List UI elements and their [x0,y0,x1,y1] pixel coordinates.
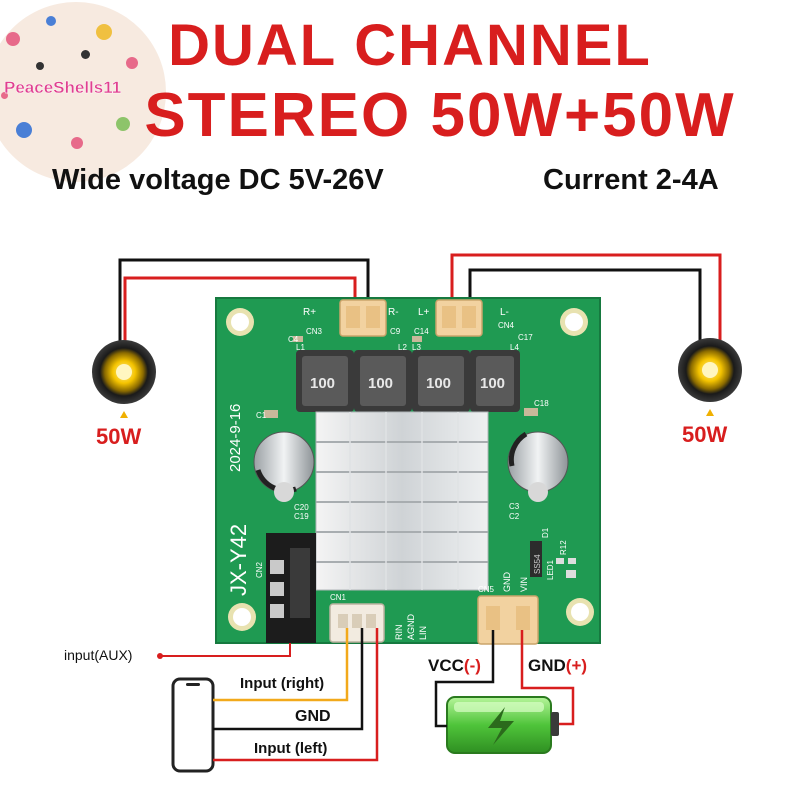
board-model: JX-Y42 [226,524,251,596]
pin-gnd: GND [502,572,512,593]
capacitor-left [253,431,315,502]
lightning-icon [488,707,514,745]
silk-c9: C9 [390,327,401,336]
vcc-label: VCC(-) [428,656,481,676]
silk-l1: L1 [296,343,305,352]
silk-cn4: CN4 [498,321,515,330]
inductor-values: 100 100 100 100 [310,375,505,392]
gnd-plus-label: GND(+) [528,656,587,676]
title-text-1: DUAL CHANNEL [168,13,652,78]
label-l-plus: L+ [418,307,430,318]
silkscreen: R+ R- L+ L- CN3 C4 L1 C9 L2 C14 L3 CN4 C… [255,307,568,640]
pin-vin: VIN [519,577,529,592]
silk-c17: C17 [518,333,533,342]
title-text-2: STEREO 50W+50W [144,81,736,150]
right-speaker-power: 50W [682,422,728,447]
silk-c4: C4 [288,335,299,344]
aux-wire [157,643,291,659]
silk-c1: C1 [256,411,267,420]
input-right-label: Input (right) [240,675,325,692]
inductor-value: 100 [310,375,335,392]
watermark-text: PeaceShells11 [4,78,122,97]
inductor-value: 100 [426,375,451,392]
gnd-plus-sign: (+) [565,656,588,675]
silk-l3: L3 [412,343,421,352]
pcb-board [215,297,601,645]
pin-lin: LIN [418,626,428,640]
label-r-minus: R- [388,307,399,318]
pin-rin: RIN [394,625,404,641]
vcc-sign: (-) [463,656,481,675]
watermark-logo: PeaceShells11 [0,2,166,182]
triangle-icon [120,411,128,418]
silk-c18: C18 [534,399,549,408]
right-speaker-wires [450,253,722,355]
silk-c2: C2 [509,512,520,521]
silk-led1: LED1 [546,559,555,580]
spec-current: Current 2-4A [543,164,719,196]
silk-cn3: CN3 [306,327,323,336]
title-line-1: DUAL CHANNEL [0,12,800,79]
board-date: 2024-9-16 [227,404,244,472]
aux-label: input(AUX) [64,647,133,663]
triangle-icon [706,409,714,416]
silk-ss54: SS54 [533,554,542,574]
phone-icon [171,677,215,773]
silk-d1: D1 [541,527,550,538]
vcc-text: VCC [428,656,464,675]
speaker-icon [678,338,742,402]
label-l-minus: L- [500,307,509,318]
left-speaker-power: 50W [96,424,142,449]
silk-c14: C14 [414,327,429,336]
input-wires [213,628,379,762]
gnd-label: GND [295,708,331,725]
title-line-2: STEREO 50W+50W [0,80,800,151]
silk-cn1: CN1 [330,593,347,602]
spec-voltage: Wide voltage DC 5V-26V [52,164,384,196]
silk-cn2: CN2 [255,561,264,578]
silk-c3: C3 [509,502,520,511]
heatsink [315,411,489,591]
silk-r12: R12 [559,540,568,555]
aux-jack [266,533,316,643]
input-left-label: Input (left) [254,740,328,757]
silk-cn5: CN5 [478,585,495,594]
inductor-value: 100 [368,375,393,392]
pin-agnd: AGND [406,613,416,640]
label-r-plus: R+ [303,307,316,318]
gnd-plus-text: GND [528,656,566,675]
left-speaker-wires [118,258,370,355]
inductors [296,350,520,412]
inductor-value: 100 [480,375,505,392]
power-wires [434,630,575,728]
silk-c19: C19 [294,512,309,521]
speaker-icon [92,340,156,404]
silk-l4: L4 [510,343,519,352]
capacitor-right [507,431,569,502]
silk-l2: L2 [398,343,407,352]
silk-c20: C20 [294,503,309,512]
